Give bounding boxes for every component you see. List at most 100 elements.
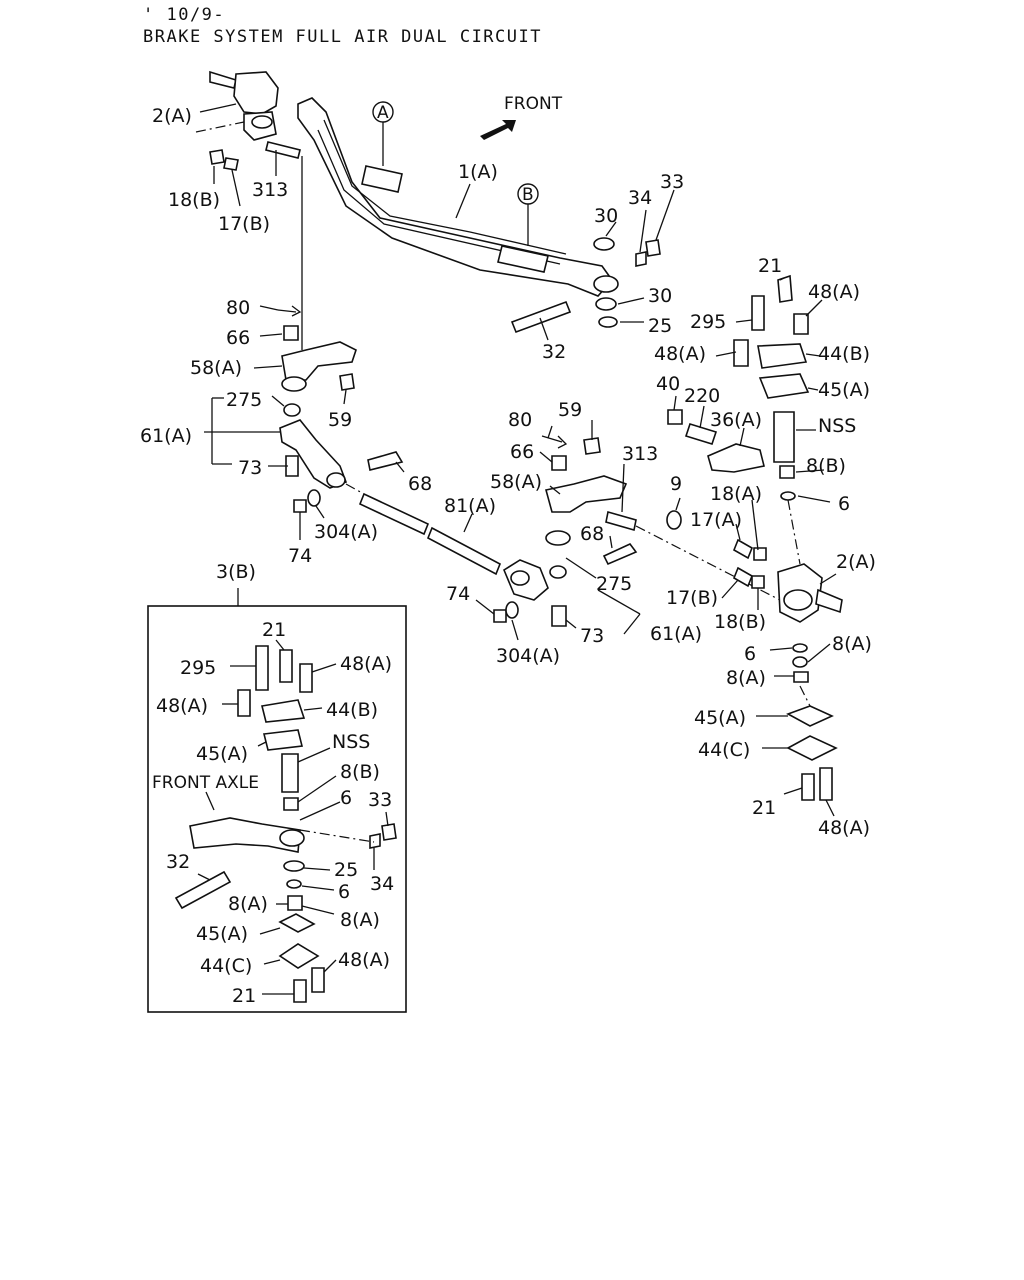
gasket-45a-right-bot xyxy=(786,705,834,727)
inset-ref-label: 3(B) xyxy=(216,561,256,583)
nut-18b-left xyxy=(209,149,225,165)
nut-33 xyxy=(645,239,661,257)
inset-callout-nss: NSS xyxy=(332,731,370,753)
callout-30-mid: 30 xyxy=(648,285,672,307)
callout-74-mid: 74 xyxy=(446,583,470,605)
callout-18b-right: 18(B) xyxy=(714,611,766,633)
inset-callout-21-bot: 21 xyxy=(232,985,256,1007)
callout-304a-left: 304(A) xyxy=(314,521,378,543)
callout-8b-right: 8(B) xyxy=(806,455,846,477)
callout-48a-right-left: 48(A) xyxy=(654,343,706,365)
knuckle-2a-right xyxy=(777,563,843,623)
inset-gasket-45a-top xyxy=(263,729,303,751)
inset-bolt-48a-bot xyxy=(311,967,325,993)
callout-2a-right: 2(A) xyxy=(836,551,876,573)
washer-25 xyxy=(598,316,618,328)
callout-44b-right: 44(B) xyxy=(818,343,870,365)
bushing-9 xyxy=(666,510,682,530)
nut-59-mid xyxy=(583,437,601,455)
date-code: ' 10/9- xyxy=(143,5,226,25)
callout-34: 34 xyxy=(628,187,652,209)
washer-304a-left xyxy=(307,489,321,507)
inset-callout-6-top: 6 xyxy=(340,787,352,809)
inset-washer-6-mid xyxy=(286,879,302,889)
inset-gasket-45a-bot xyxy=(278,913,316,933)
boss-30-mid xyxy=(593,275,619,311)
callout-labels: 2(A) 18(B) 17(B) 313 1(A) 30 34 33 30 25… xyxy=(140,105,876,1007)
inset-callout-45a-bot: 45(A) xyxy=(196,923,248,945)
callout-304a-mid: 304(A) xyxy=(496,645,560,667)
inset-callout-6-mid: 6 xyxy=(338,881,350,903)
inset-plug-21-bot xyxy=(293,979,307,1003)
callout-313-mid: 313 xyxy=(622,443,658,465)
inset-callout-48a-bot: 48(A) xyxy=(338,949,390,971)
spring-seat-a xyxy=(361,165,403,193)
callout-17b-right: 17(B) xyxy=(666,587,718,609)
inset-pin-nss xyxy=(281,753,299,793)
tie-rod-end-61a-left xyxy=(279,419,348,489)
front-label: FRONT xyxy=(504,94,563,114)
bolt-17a-right xyxy=(732,538,754,560)
callout-32: 32 xyxy=(542,341,566,363)
inset-nut-34 xyxy=(369,833,381,849)
bolt-48a-right-top xyxy=(793,313,809,335)
spring-seat-b xyxy=(497,245,549,273)
cotter-80-left xyxy=(277,305,302,317)
bolt-17b-left xyxy=(223,157,239,171)
bolt-295-right xyxy=(751,295,765,331)
callout-40: 40 xyxy=(656,373,680,395)
bushing-8a-right-2 xyxy=(793,671,809,683)
inset-bushing-8a xyxy=(287,895,303,911)
bushing-8b-right xyxy=(779,465,795,479)
inset-axle-end xyxy=(189,817,305,853)
inset-callout-8b: 8(B) xyxy=(340,761,380,783)
washer-304a-mid xyxy=(505,601,519,619)
cotter-80-mid xyxy=(541,435,568,449)
callout-21-right-bot: 21 xyxy=(752,797,776,819)
svg-text:B: B xyxy=(522,185,534,205)
callout-68-mid: 68 xyxy=(580,523,604,545)
callout-48a-right-bot: 48(A) xyxy=(818,817,870,839)
inset-cover-44b xyxy=(261,699,306,723)
nut-66-left xyxy=(283,325,299,341)
svg-text:A: A xyxy=(377,103,389,123)
plug-21-right-bot xyxy=(801,773,815,801)
callout-45a-right: 45(A) xyxy=(818,379,870,401)
inset-callout-295: 295 xyxy=(180,657,216,679)
callout-36a: 36(A) xyxy=(710,409,762,431)
callout-80-mid: 80 xyxy=(508,409,532,431)
inset-callout-8a-left: 8(A) xyxy=(228,893,268,915)
callout-61a-left: 61(A) xyxy=(140,425,192,447)
callout-220: 220 xyxy=(684,385,720,407)
lever-36a xyxy=(707,443,765,473)
tie-rod-end-61a-mid xyxy=(503,559,567,601)
washer-30-top xyxy=(593,237,615,251)
callout-44c-right: 44(C) xyxy=(698,739,750,761)
callout-61a-mid: 61(A) xyxy=(650,623,702,645)
nut-74-left xyxy=(293,499,307,513)
inset-bolt-295 xyxy=(255,645,269,691)
front-direction-indicator: FRONT xyxy=(480,94,563,140)
callout-17a-right: 17(A) xyxy=(690,509,742,531)
bolt-48a-right-bot xyxy=(819,767,833,801)
callout-nss-right: NSS xyxy=(818,415,856,437)
pin-nss-right xyxy=(773,411,795,463)
callout-17b-left: 17(B) xyxy=(218,213,270,235)
callout-48a-right-top: 48(A) xyxy=(808,281,860,303)
inset-callout-45a-top: 45(A) xyxy=(196,743,248,765)
cover-44b-right xyxy=(757,343,808,369)
inset-callout-25: 25 xyxy=(334,859,358,881)
inset-front-axle-label: FRONT AXLE xyxy=(152,773,259,793)
washer-6-right-mid xyxy=(792,643,808,653)
arm-58a-left xyxy=(281,341,357,392)
callout-45a-right-bot: 45(A) xyxy=(694,707,746,729)
callout-18a-right: 18(A) xyxy=(710,483,762,505)
knuckle-left xyxy=(209,70,279,141)
callout-58a-left: 58(A) xyxy=(190,357,242,379)
callout-80-left: 80 xyxy=(226,297,250,319)
front-arrow-icon xyxy=(480,120,516,140)
tie-rod-81a xyxy=(345,483,502,576)
inset-washer-25 xyxy=(283,860,305,872)
bolt-68-mid xyxy=(602,543,638,566)
bushing-275-left xyxy=(283,403,301,417)
